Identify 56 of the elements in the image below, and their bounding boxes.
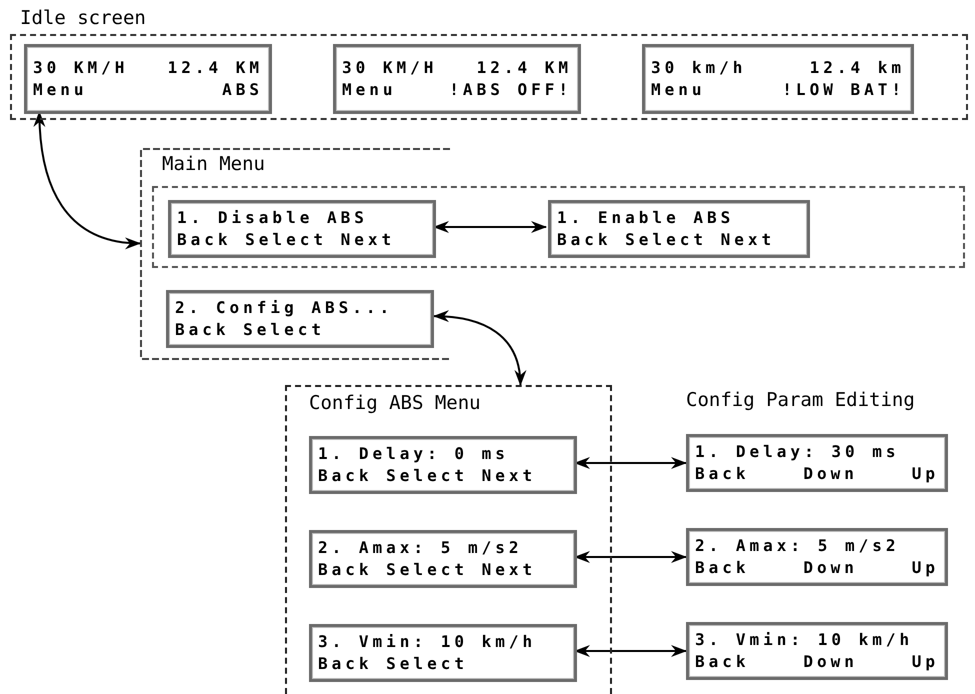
group-title: Config ABS Menu [309, 391, 481, 415]
lcd-screen [333, 44, 581, 114]
screen-text: !ABS OFF! [449, 79, 572, 101]
screen-text: 2. Amax: 5 m/s2 [318, 537, 522, 559]
screen-text: 1. Delay: 0 ms [318, 443, 509, 465]
dashed-group-frame [152, 186, 965, 268]
screen-text: ABS [222, 79, 263, 101]
lcd-screen [24, 44, 272, 114]
screen-text: 30 km/h [651, 57, 746, 79]
group-title: Main Menu [162, 152, 265, 176]
double-arrow [433, 310, 526, 386]
lcd-screen [309, 530, 577, 588]
lcd-screen [642, 44, 914, 114]
screen-text: 1. Delay: 30 ms [695, 441, 900, 463]
screen-text: 12.4 km [810, 57, 905, 79]
screen-text: Back Select Next [318, 559, 536, 581]
screen-text: Back Select Next [557, 229, 776, 251]
screen-text: Back [695, 651, 750, 673]
screen-text: Down [803, 463, 858, 485]
screen-text: Back Select [318, 653, 468, 675]
screen-text: 3. Vmin: 10 km/h [695, 629, 914, 651]
screen-text: Menu [651, 79, 706, 101]
lcd-screen [686, 528, 948, 586]
screen-text: 1. Disable ABS [177, 207, 368, 229]
screen-text: 2. Config ABS... [175, 297, 394, 319]
screen-text: 3. Vmin: 10 km/h [318, 631, 536, 653]
screen-text: Back Select Next [318, 465, 536, 487]
lcd-screen [309, 436, 577, 494]
screen-text: Up [912, 557, 939, 579]
screen-text: Menu [33, 79, 88, 101]
screen-text: Down [803, 557, 858, 579]
screen-text: 12.4 KM [168, 57, 263, 79]
screen-text: Back [695, 463, 750, 485]
lcd-screen [309, 624, 577, 682]
screen-text: Up [912, 463, 939, 485]
lcd-screen [686, 622, 948, 680]
screen-text: 2. Amax: 5 m/s2 [695, 535, 900, 557]
screen-text: Back Select Next [177, 229, 396, 251]
lcd-screen [168, 200, 436, 258]
screen-text: Down [803, 651, 858, 673]
group-title: Idle screen [20, 6, 146, 30]
screen-text: Back Select [175, 319, 325, 341]
screen-text: Back [695, 557, 750, 579]
screen-text: 30 KM/H [33, 57, 128, 79]
lcd-screen [548, 200, 810, 258]
lcd-screen [166, 290, 434, 348]
open-group-frame [140, 148, 965, 360]
screen-text: 30 KM/H [342, 57, 438, 79]
screen-text: Up [912, 651, 939, 673]
lcd-screen [686, 434, 948, 492]
section-title: Config Param Editing [686, 388, 915, 412]
dashed-group-frame [285, 385, 612, 694]
screen-text: Menu [342, 79, 397, 101]
screen-text: 1. Enable ABS [557, 207, 734, 229]
screen-text: !LOW BAT! [782, 79, 905, 101]
screen-text: 12.4 KM [476, 57, 572, 79]
